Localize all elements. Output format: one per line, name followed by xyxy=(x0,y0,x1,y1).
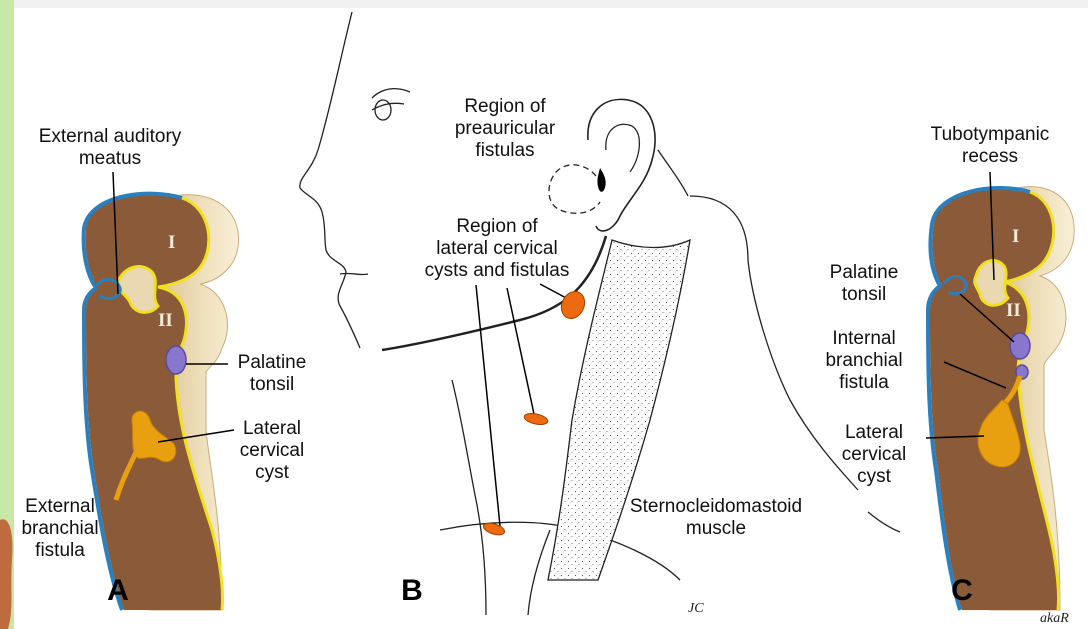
ear-inner xyxy=(606,124,640,172)
label-external-fistula-3: fistula xyxy=(35,540,85,561)
sternum-line xyxy=(528,530,550,615)
fistula-marker-lower xyxy=(482,521,506,537)
arch-1-numeral: I xyxy=(168,232,175,253)
label-c-palatine-tonsil-2: tonsil xyxy=(842,284,886,305)
label-external-fistula-1: External xyxy=(25,496,95,517)
label-c-lateral-cyst-3: cyst xyxy=(857,466,892,487)
fistula-marker-upper xyxy=(523,412,549,427)
arch-2-numeral: II xyxy=(158,310,173,331)
panel-a-palatine-tonsil xyxy=(166,346,186,374)
lateral-cyst-marker xyxy=(557,288,589,323)
throat-line xyxy=(452,380,486,615)
preauricular-region-outline xyxy=(549,165,600,214)
label-lateral-cyst-3: cyst xyxy=(255,462,290,483)
shoulder-line xyxy=(868,512,900,532)
label-sternocleidomastoid-2: muscle xyxy=(686,518,746,539)
label-preauricular-1: Region of xyxy=(464,96,546,117)
eye-icon xyxy=(375,100,391,120)
label-palatine-tonsil-2: tonsil xyxy=(250,374,294,395)
artist-initials: JC xyxy=(688,601,704,616)
label-lateral-region-3: cysts and fistulas xyxy=(425,260,570,281)
label-c-lateral-cyst-1: Lateral xyxy=(845,422,903,443)
panel-letter-c: C xyxy=(951,574,973,607)
panel-a: External auditory meatus Palatine tonsil… xyxy=(21,126,306,610)
label-sternocleidomastoid-1: Sternocleidomastoid xyxy=(630,496,802,517)
label-lateral-region-1: Region of xyxy=(456,216,538,237)
label-lateral-cyst-2: cervical xyxy=(240,440,304,461)
label-preauricular-2: preauricular xyxy=(455,118,556,139)
artist-signature: akaR xyxy=(1040,611,1069,626)
label-external-auditory-2: meatus xyxy=(79,148,141,169)
arch-1-numeral: I xyxy=(1012,226,1019,247)
top-band xyxy=(0,0,1088,8)
arch-2-numeral: II xyxy=(1006,300,1021,321)
label-c-lateral-cyst-2: cervical xyxy=(842,444,906,465)
leader-line xyxy=(476,285,500,526)
label-external-auditory-1: External auditory xyxy=(39,126,182,147)
mouth-line xyxy=(340,273,368,274)
label-preauricular-3: fistulas xyxy=(475,140,534,161)
label-external-fistula-2: branchial xyxy=(21,518,98,539)
ear-canal-mark xyxy=(597,168,605,192)
label-internal-fistula-3: fistula xyxy=(839,372,889,393)
panel-letter-a: A xyxy=(107,574,129,607)
panel-c-palatine-tonsil xyxy=(1010,333,1030,359)
left-photo-fragment xyxy=(0,519,13,629)
ear-outline xyxy=(588,99,655,231)
label-lateral-region-2: lateral cervical xyxy=(436,238,557,259)
panel-c: Tubotympanic recess Palatine tonsil Inte… xyxy=(825,124,1074,626)
label-internal-fistula-1: Internal xyxy=(832,328,895,349)
label-internal-fistula-2: branchial xyxy=(825,350,902,371)
label-c-palatine-tonsil-1: Palatine xyxy=(830,262,899,283)
leader-line xyxy=(507,288,534,414)
face-profile xyxy=(300,12,360,348)
label-palatine-tonsil-1: Palatine xyxy=(238,352,307,373)
label-tubotympanic-2: recess xyxy=(962,146,1018,167)
neck-back-line xyxy=(658,150,858,490)
panel-letter-b: B xyxy=(401,574,423,607)
label-lateral-cyst-1: Lateral xyxy=(243,418,301,439)
panel-b-fills: Region of preauricular fistulas Region o… xyxy=(401,96,802,616)
sternocleidomastoid-muscle xyxy=(548,240,690,580)
label-tubotympanic-1: Tubotympanic xyxy=(931,124,1050,145)
